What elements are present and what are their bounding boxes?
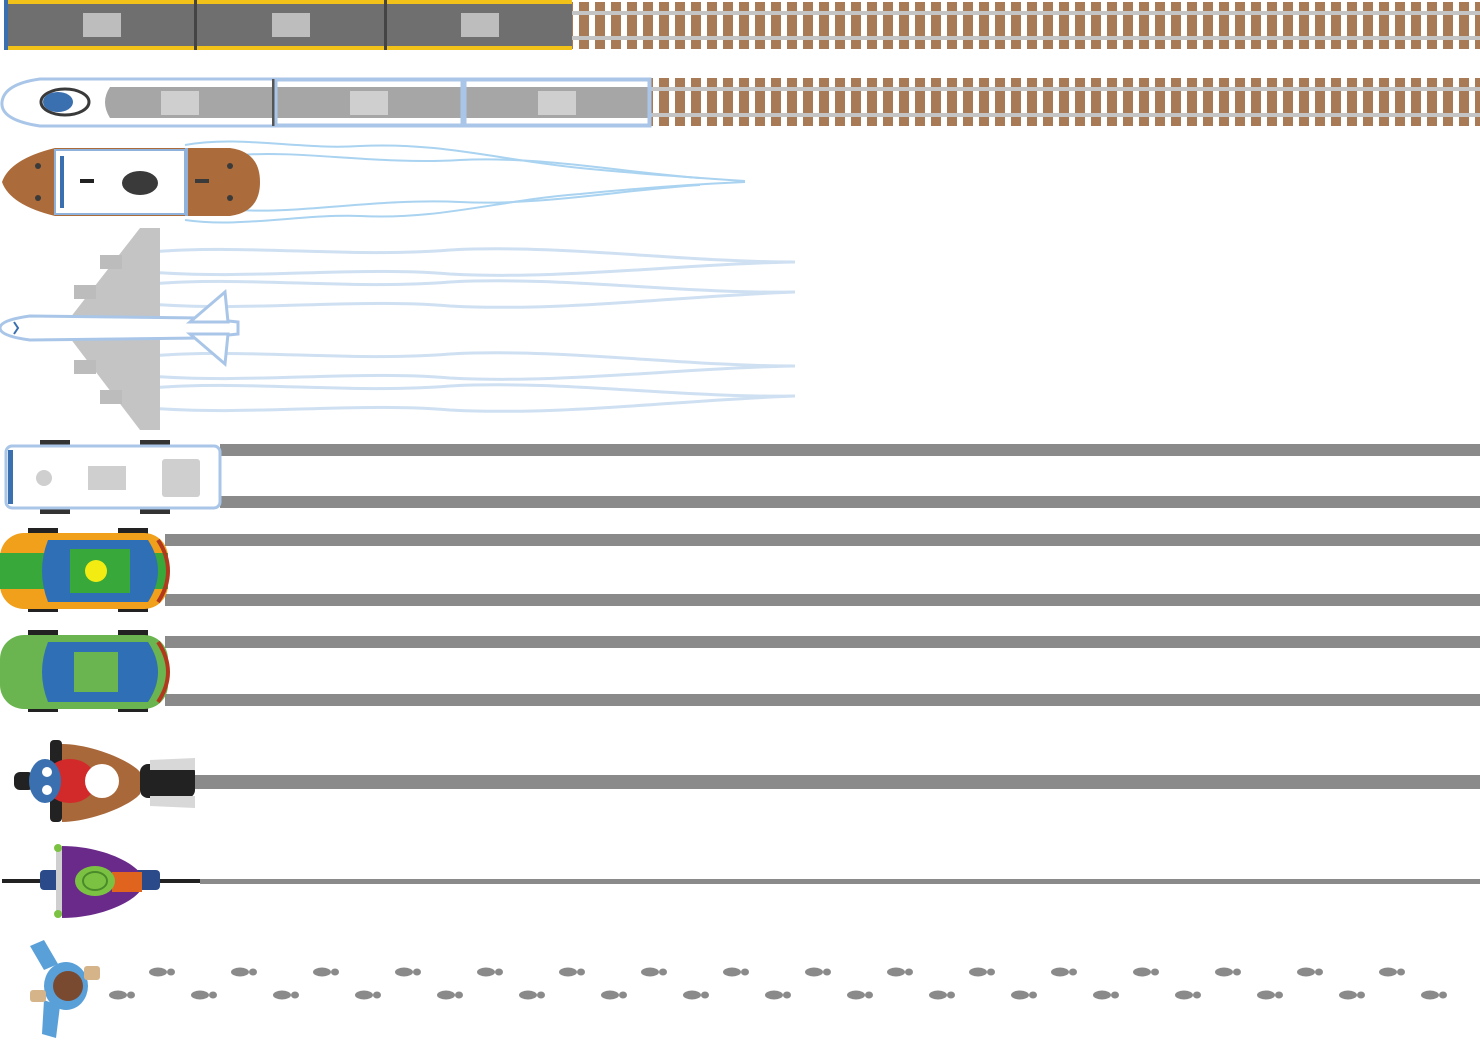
footprint bbox=[1133, 967, 1159, 977]
bullet-train-row bbox=[0, 77, 1480, 128]
bicycle-row bbox=[2, 844, 1480, 918]
bus-row bbox=[4, 440, 1480, 514]
bicycle-icon bbox=[2, 844, 200, 918]
railway-track bbox=[650, 78, 1480, 126]
airplane-row bbox=[0, 228, 796, 430]
footprint bbox=[149, 967, 175, 977]
footprint bbox=[437, 990, 463, 1000]
road bbox=[165, 636, 1480, 706]
footprints bbox=[109, 967, 1447, 1000]
footprint bbox=[395, 967, 421, 977]
pedestrian-row bbox=[30, 940, 1447, 1038]
railway-track bbox=[572, 2, 1480, 49]
taxi-row bbox=[0, 528, 1480, 612]
footprint bbox=[1379, 967, 1405, 977]
ship-wake bbox=[184, 140, 746, 224]
footprint bbox=[1093, 990, 1119, 1000]
footprint bbox=[477, 967, 503, 977]
footprint bbox=[1051, 967, 1077, 977]
car-icon bbox=[0, 630, 170, 712]
pedestrian-icon bbox=[30, 940, 100, 1038]
footprint bbox=[355, 990, 381, 1000]
footprint bbox=[929, 990, 955, 1000]
footprint bbox=[313, 967, 339, 977]
footprint bbox=[1339, 990, 1365, 1000]
footprint bbox=[231, 967, 257, 977]
footprint bbox=[191, 990, 217, 1000]
footprint bbox=[847, 990, 873, 1000]
commuter-train-row bbox=[4, 0, 1480, 50]
footprint bbox=[273, 990, 299, 1000]
bus-icon bbox=[4, 440, 222, 514]
road bbox=[165, 534, 1480, 606]
footprint bbox=[1297, 967, 1323, 977]
bullet-train-icon bbox=[0, 77, 652, 128]
footprint bbox=[601, 990, 627, 1000]
lane bbox=[200, 879, 1480, 884]
footprint bbox=[109, 990, 135, 1000]
footprint bbox=[887, 967, 913, 977]
ship-row bbox=[2, 140, 746, 224]
footprint bbox=[1257, 990, 1283, 1000]
footprint bbox=[1421, 990, 1447, 1000]
footprint bbox=[641, 967, 667, 977]
footprint bbox=[765, 990, 791, 1000]
footprint bbox=[559, 967, 585, 977]
ship-icon bbox=[2, 148, 260, 216]
footprint bbox=[519, 990, 545, 1000]
footprint bbox=[683, 990, 709, 1000]
commuter-train-icon bbox=[4, 0, 572, 50]
footprint bbox=[969, 967, 995, 977]
car-row bbox=[0, 630, 1480, 712]
taxi-icon bbox=[0, 528, 170, 612]
footprint bbox=[1175, 990, 1201, 1000]
motorcycle-icon bbox=[14, 740, 195, 822]
road bbox=[220, 444, 1480, 508]
contrails bbox=[149, 247, 796, 413]
motorcycle-row bbox=[14, 740, 1480, 822]
footprint bbox=[1011, 990, 1037, 1000]
lane bbox=[195, 775, 1480, 789]
footprint bbox=[1215, 967, 1241, 977]
footprint bbox=[805, 967, 831, 977]
airplane-icon bbox=[0, 228, 240, 430]
footprint bbox=[723, 967, 749, 977]
